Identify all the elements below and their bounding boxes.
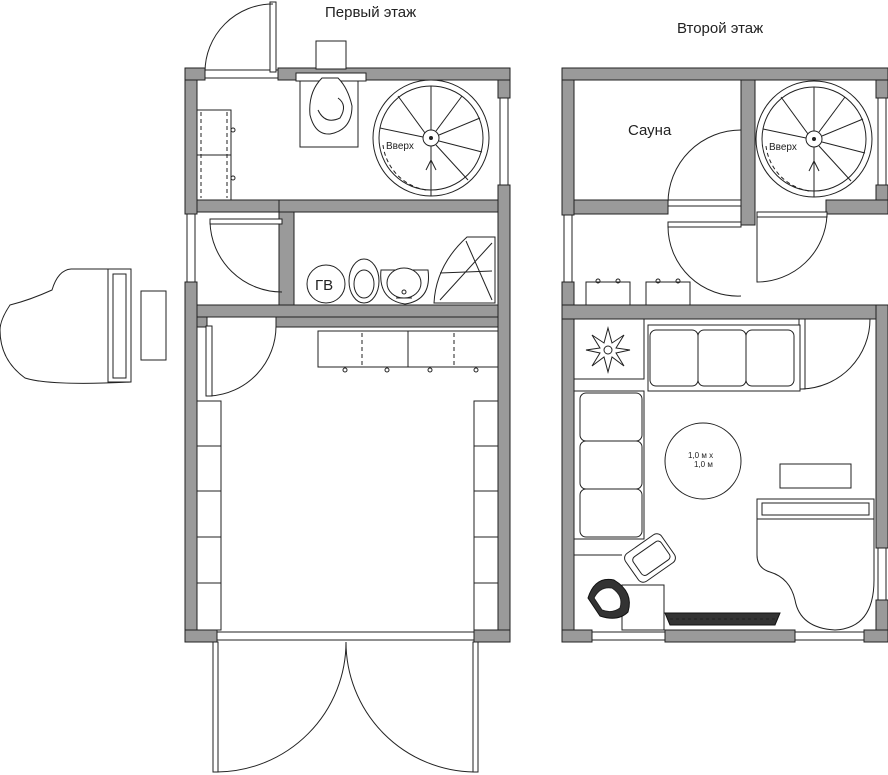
- wardrobe: [196, 109, 236, 201]
- living-room-door[interactable]: [205, 325, 277, 397]
- window: [204, 69, 279, 79]
- window: [186, 213, 196, 283]
- stairs-up-label: Вверх: [386, 141, 414, 152]
- tv: [664, 612, 781, 626]
- first-floor: Вверх ГВ: [0, 1, 511, 773]
- sauna-door[interactable]: [667, 129, 742, 297]
- second-floor: Сауна Вверх: [561, 67, 888, 643]
- window: [877, 97, 887, 186]
- window: [216, 631, 475, 641]
- sofa-left: [573, 390, 645, 540]
- first-floor-title: Первый этаж: [325, 4, 416, 21]
- spiral-stairs-second: Вверх: [755, 80, 873, 198]
- window: [877, 547, 887, 601]
- sofa-top: [647, 324, 801, 392]
- stairs-room-door[interactable]: [756, 211, 828, 283]
- round-table: 1,0 м x 1,0 м: [664, 422, 742, 500]
- first-floor-windows: [186, 69, 509, 641]
- bathroom-door[interactable]: [209, 218, 283, 293]
- bench-right: [473, 400, 499, 631]
- window: [563, 214, 573, 283]
- toilet: [295, 40, 367, 148]
- window: [794, 631, 865, 641]
- second-floor-title: Второй этаж: [677, 20, 763, 37]
- stairs-up-label-second: Вверх: [769, 142, 797, 153]
- second-floor-windows: [563, 97, 887, 641]
- window: [499, 97, 509, 186]
- kitchen-counter: [317, 330, 499, 373]
- table-size-line2: 1,0 м: [694, 460, 713, 469]
- entrance-door-top[interactable]: [204, 1, 277, 73]
- table-size-line1: 1,0 м x: [688, 451, 713, 460]
- bench-left: [196, 400, 222, 631]
- desk: [574, 554, 665, 631]
- plant: [573, 318, 645, 380]
- sauna-label: Сауна: [628, 122, 672, 139]
- window: [591, 631, 666, 641]
- bidet: [348, 258, 380, 304]
- water-heater: ГВ: [306, 264, 346, 304]
- grand-piano-second: [756, 498, 875, 631]
- hallway-cabinets: [585, 278, 691, 306]
- grand-piano: [0, 268, 167, 384]
- water-heater-label: ГВ: [315, 277, 333, 294]
- stand: [779, 463, 852, 489]
- bedroom-door[interactable]: [798, 318, 871, 390]
- armchair: [624, 533, 676, 583]
- washbasin: [380, 267, 430, 305]
- second-floor-walls: [561, 67, 888, 643]
- front-double-doors[interactable]: [212, 641, 479, 773]
- spiral-stairs-first: Вверх: [372, 79, 490, 197]
- shower-cabin: [433, 236, 496, 304]
